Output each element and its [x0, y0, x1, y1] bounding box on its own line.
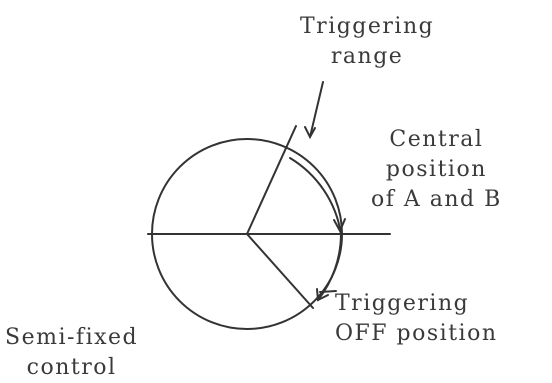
triggering-range-pointer-line [246, 125, 297, 235]
arrowhead-range-arc [333, 218, 346, 234]
triggering-off-position-label: Triggering OFF position [335, 291, 498, 346]
off-label-leader-line [319, 290, 337, 293]
semi-fixed-control-label: Semi-fixed control [5, 325, 139, 380]
triggering-off-pointer-line [246, 233, 314, 309]
triggering-range-arc [289, 157, 342, 235]
central-position-label: Central position of A and B [371, 127, 502, 212]
triggering-range-label: Triggering range [300, 14, 435, 69]
arrowhead-off-arc [316, 288, 329, 302]
range-leader-arrowhead [304, 126, 316, 140]
range-label-leader-line [309, 81, 324, 138]
triggering-off-arc [317, 233, 342, 301]
